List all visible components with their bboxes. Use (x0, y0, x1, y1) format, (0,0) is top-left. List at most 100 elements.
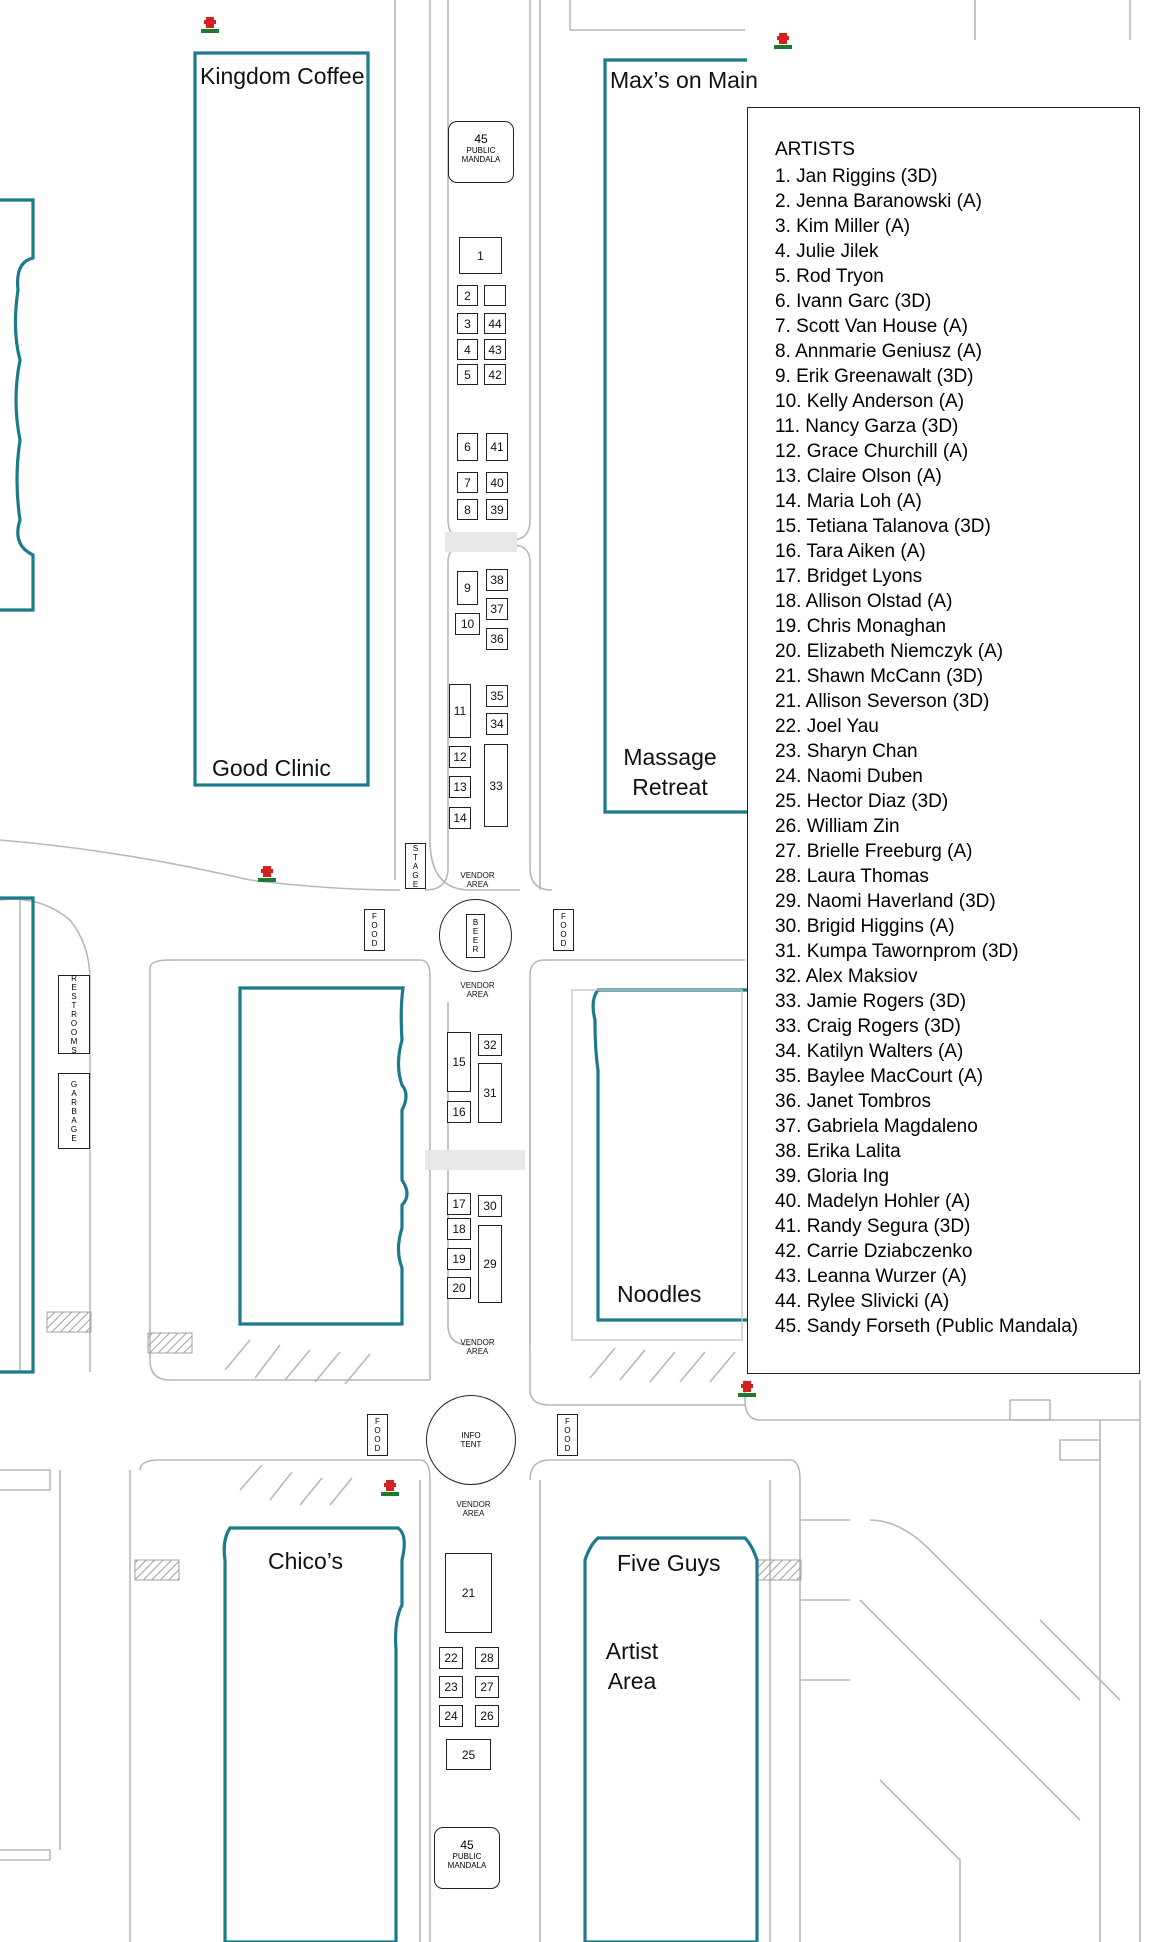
booth-31[interactable]: 31 (478, 1063, 502, 1123)
public-mandala-bottom: 45 PUBLIC MANDALA (434, 1827, 500, 1889)
massage-retreat-line2: Retreat (632, 774, 708, 800)
mandala-label-line2: MANDALA (447, 1861, 487, 1870)
legend-entry: 5. Rod Tryon (775, 266, 884, 287)
vendor-area-label: VENDOR AREA (450, 1338, 505, 1356)
booth-20[interactable]: 20 (447, 1277, 471, 1299)
legend-entry: 11. Nancy Garza (3D) (775, 416, 959, 437)
legend-entry: 33. Craig Rogers (3D) (775, 1016, 961, 1037)
legend-entry: 21. Allison Severson (3D) (775, 691, 990, 712)
booth-40[interactable]: 40 (486, 472, 508, 493)
booth-13[interactable]: 13 (449, 776, 471, 798)
booth-16[interactable]: 16 (447, 1101, 471, 1123)
legend-entry: 26. William Zin (775, 816, 900, 837)
booth-24[interactable]: 24 (439, 1705, 463, 1727)
booth-10[interactable]: 10 (455, 613, 480, 635)
booth-36[interactable]: 36 (486, 628, 508, 650)
vendor-area-line2: AREA (466, 990, 489, 999)
hydrant-icon (201, 17, 219, 33)
booth-29[interactable]: 29 (478, 1225, 502, 1303)
booth-7[interactable]: 7 (457, 472, 478, 493)
booth-23[interactable]: 23 (439, 1676, 463, 1698)
food-stall: FOOD (557, 1414, 578, 1456)
artists-legend: ARTISTS 1. Jan Riggins (3D)2. Jenna Bara… (747, 107, 1140, 1374)
booth-34[interactable]: 34 (486, 713, 508, 735)
legend-entry: 12. Grace Churchill (A) (775, 441, 969, 462)
booth-26[interactable]: 26 (475, 1705, 499, 1727)
booth-18[interactable]: 18 (447, 1218, 471, 1240)
booth-3[interactable]: 3 (457, 313, 478, 334)
booth-25[interactable]: 25 (446, 1739, 491, 1770)
booth-11[interactable]: 11 (449, 684, 471, 738)
legend-entry: 17. Bridget Lyons (775, 566, 923, 587)
booth-32[interactable]: 32 (478, 1034, 502, 1056)
booth-27[interactable]: 27 (475, 1676, 499, 1698)
legend-entry: 44. Rylee Slivicki (A) (775, 1291, 950, 1312)
hatched-patch (46, 1311, 92, 1333)
booth-5[interactable]: 5 (457, 364, 478, 385)
booth-12[interactable]: 12 (449, 746, 471, 768)
booth-8[interactable]: 8 (457, 499, 478, 520)
massage-retreat-label: Massage Retreat (615, 742, 725, 802)
booth-30[interactable]: 30 (478, 1195, 502, 1217)
vendor-area-line2: AREA (466, 880, 489, 889)
legend-entry: 3. Kim Miller (A) (775, 216, 911, 237)
legend-entry: 7. Scott Van House (A) (775, 316, 968, 337)
booth-22[interactable]: 22 (439, 1647, 463, 1669)
legend-heading: ARTISTS (775, 139, 855, 160)
booth-33[interactable]: 33 (484, 744, 508, 827)
legend-entry: 6. Ivann Garc (3D) (775, 291, 932, 312)
booth-6[interactable]: 6 (457, 433, 478, 461)
legend-entry: 31. Kumpa Tawornprom (3D) (775, 941, 1019, 962)
booth-44[interactable]: 44 (484, 313, 506, 334)
booth-37[interactable]: 37 (486, 598, 508, 620)
info-tent-line1: INFO (461, 1431, 481, 1440)
legend-entry: 24. Naomi Duben (775, 766, 923, 787)
booth-39[interactable]: 39 (486, 499, 508, 520)
garbage-label: GARBAGE (69, 1079, 79, 1143)
beer-tent: BEER (439, 899, 512, 972)
booth-19[interactable]: 19 (447, 1248, 471, 1270)
booth-43[interactable]: 43 (484, 339, 506, 360)
vendor-area-line1: VENDOR (460, 981, 495, 990)
chicos-label: Chico’s (268, 1548, 343, 1574)
legend-entry: 20. Elizabeth Niemczyk (A) (775, 641, 1004, 662)
public-mandala-top: 45 PUBLIC MANDALA (448, 121, 514, 183)
legend-entry: 41. Randy Segura (3D) (775, 1216, 971, 1237)
booth-14[interactable]: 14 (449, 807, 471, 829)
booth-2[interactable]: 2 (457, 285, 478, 306)
booth-21[interactable]: 21 (445, 1553, 492, 1633)
booth-28[interactable]: 28 (475, 1647, 499, 1669)
booth-4[interactable]: 4 (457, 339, 478, 360)
legend-entry: 21. Shawn McCann (3D) (775, 666, 984, 687)
hydrant-icon (774, 33, 792, 49)
booth-15[interactable]: 15 (447, 1032, 471, 1092)
legend-entry: 13. Claire Olson (A) (775, 466, 942, 487)
crosswalk-band (425, 1150, 525, 1170)
booth-41[interactable]: 41 (486, 433, 508, 461)
vendor-area-line1: VENDOR (456, 1500, 491, 1509)
booth-empty[interactable] (484, 285, 506, 306)
info-tent: INFO TENT (426, 1395, 516, 1485)
booth-1[interactable]: 1 (459, 237, 502, 274)
legend-entry: 15. Tetiana Talanova (3D) (775, 516, 991, 537)
vendor-area-label: VENDOR AREA (450, 981, 505, 999)
booth-42[interactable]: 42 (484, 364, 506, 385)
kingdom-coffee-building (193, 51, 370, 787)
vendor-area-label: VENDOR AREA (446, 1500, 501, 1518)
mandala-number: 45 (460, 1838, 474, 1852)
booth-9[interactable]: 9 (457, 571, 478, 605)
legend-entry: 37. Gabriela Magdaleno (775, 1116, 978, 1137)
hydrant-icon (381, 1480, 399, 1496)
booth-35[interactable]: 35 (486, 685, 508, 707)
booth-38[interactable]: 38 (486, 569, 508, 591)
mandala-label-line1: PUBLIC (466, 146, 496, 155)
food-label: FOOD (373, 1417, 382, 1453)
stage: STAGE (405, 843, 426, 889)
booth-17[interactable]: 17 (447, 1193, 471, 1215)
garbage: GARBAGE (58, 1073, 90, 1149)
hatched-patch (756, 1559, 802, 1581)
food-stall: FOOD (364, 909, 385, 951)
five-guys-label: Five Guys (617, 1550, 721, 1576)
